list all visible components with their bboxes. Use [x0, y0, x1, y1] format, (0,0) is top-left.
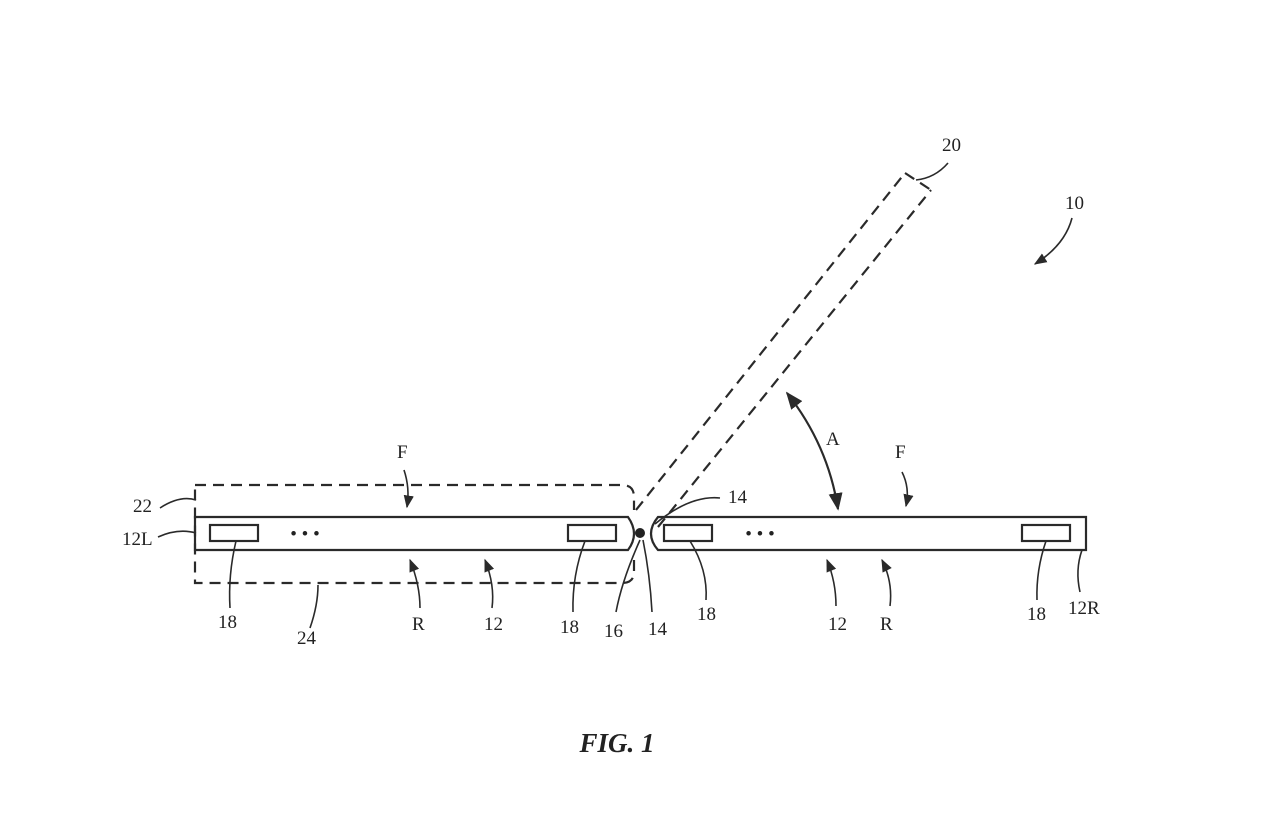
label-device-10: 10 [1065, 193, 1084, 214]
left-housing [193, 515, 636, 552]
label-region-24: 24 [297, 628, 317, 649]
component-18-left-a [208, 523, 260, 543]
label-component-18-c: 18 [697, 604, 716, 625]
right-housing [649, 515, 1088, 552]
label-housing-right-12: 12 [828, 614, 847, 635]
component-18-right-a [662, 523, 714, 543]
label-12R: 12R [1068, 598, 1100, 619]
label-front-right: F [895, 442, 906, 463]
label-housing-left-12: 12 [484, 614, 503, 635]
label-panel-20: 20 [942, 135, 961, 156]
label-angle-a: A [826, 429, 840, 450]
component-18-left-b [566, 523, 618, 543]
label-hinge-edge-14-lower: 14 [648, 619, 668, 640]
label-region-22: 22 [133, 496, 152, 517]
label-hinge-16: 16 [604, 621, 623, 642]
label-component-18-a: 18 [218, 612, 237, 633]
label-front-left: F [397, 442, 408, 463]
dashed-panel-20 [635, 172, 932, 528]
leader-lines [157, 162, 1083, 629]
ellipsis-left: • • • [290, 524, 319, 545]
ellipsis-right: • • • [745, 524, 774, 545]
label-component-18-b: 18 [560, 617, 579, 638]
label-rear-right: R [880, 614, 893, 635]
dashed-region-outline [193, 483, 636, 585]
figure-caption: FIG. 1 [578, 728, 654, 758]
angle-arc-a [785, 391, 843, 511]
hinge-16 [635, 528, 645, 538]
component-18-right-b [1020, 523, 1072, 543]
label-rear-left: R [412, 614, 425, 635]
label-12L: 12L [122, 529, 153, 550]
label-component-18-d: 18 [1027, 604, 1046, 625]
label-hinge-edge-14-upper: 14 [728, 487, 748, 508]
